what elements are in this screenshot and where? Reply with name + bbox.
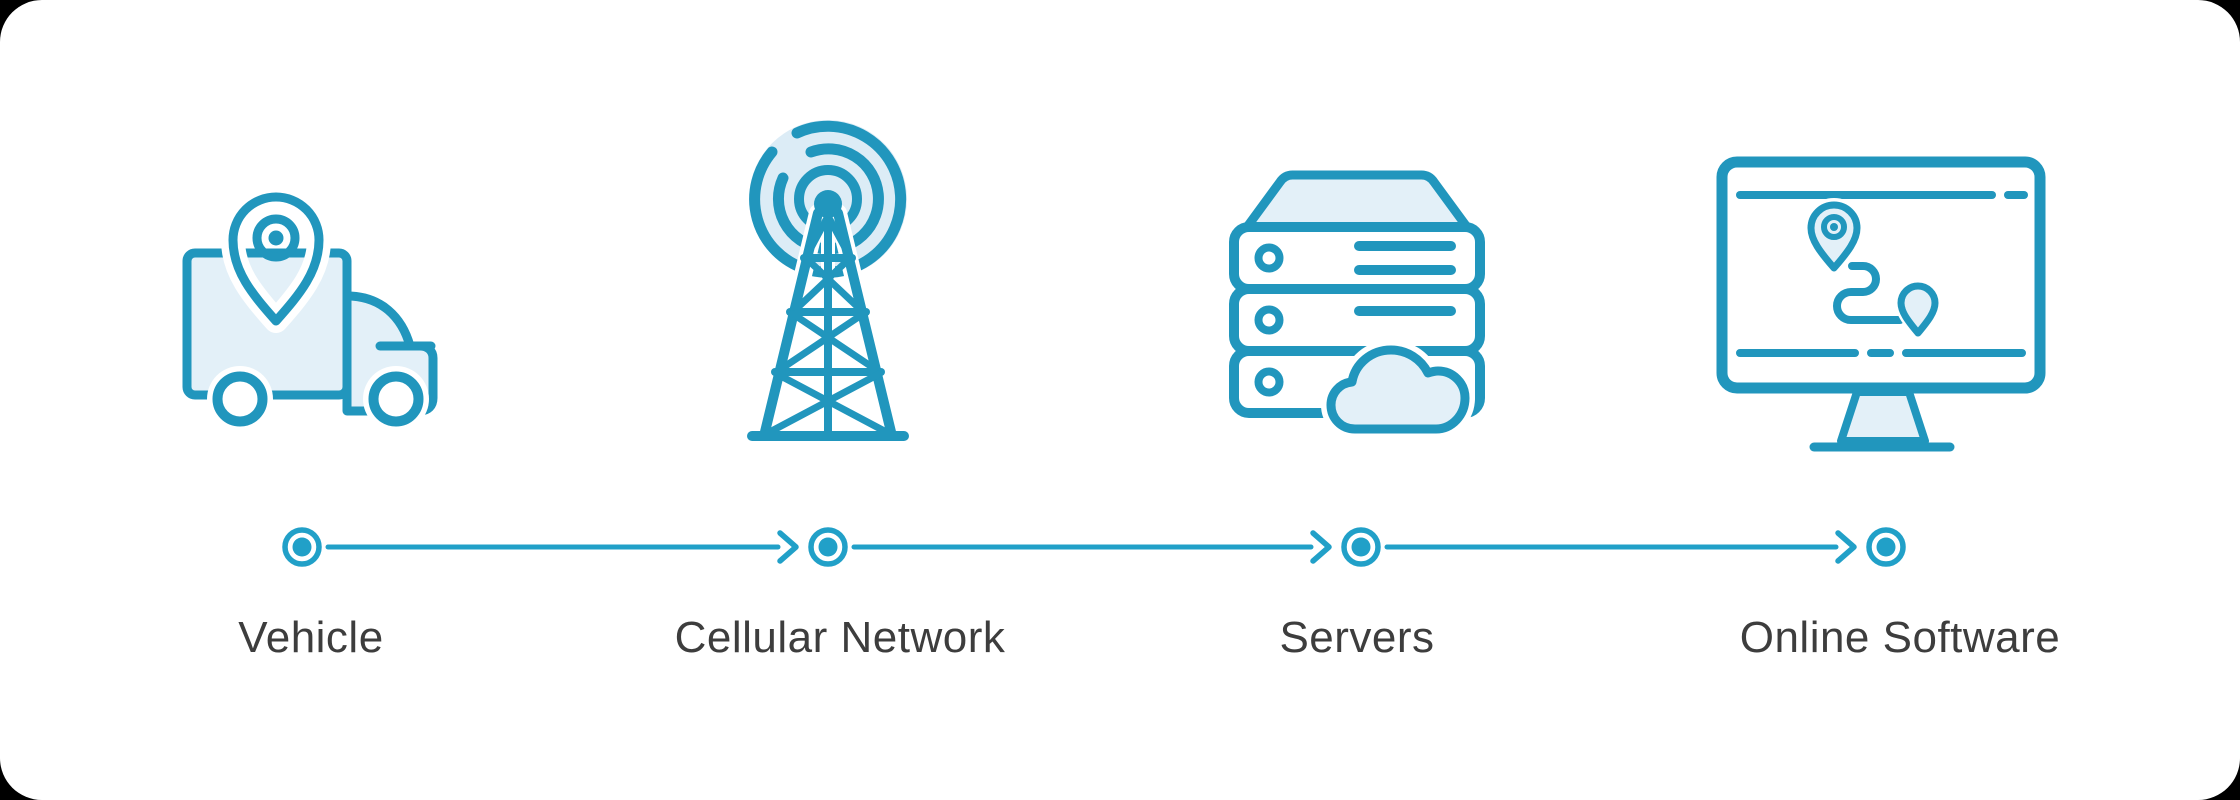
cell-tower-icon (747, 120, 909, 445)
timeline-dot (808, 527, 848, 567)
timeline-connector (325, 530, 799, 564)
arrow-right-icon (777, 530, 799, 564)
timeline-dot (282, 527, 322, 567)
station-label-servers: Servers (1279, 613, 1435, 662)
gps-truck-icon (182, 185, 438, 432)
flow-timeline (282, 527, 1906, 567)
timeline-dot (1341, 527, 1381, 567)
arrow-right-icon (1310, 530, 1332, 564)
station-label-online-software: Online Software (1739, 613, 2061, 662)
timeline-connector (851, 530, 1332, 564)
timeline-connector (1384, 530, 1857, 564)
timeline-dot (1866, 527, 1906, 567)
arrow-right-icon (1835, 530, 1857, 564)
station-label-cellular-network: Cellular Network (674, 613, 1006, 662)
server-stack-cloud-icon (1229, 170, 1485, 439)
monitor-route-icon (1716, 156, 2046, 452)
station-label-vehicle: Vehicle (238, 613, 384, 662)
